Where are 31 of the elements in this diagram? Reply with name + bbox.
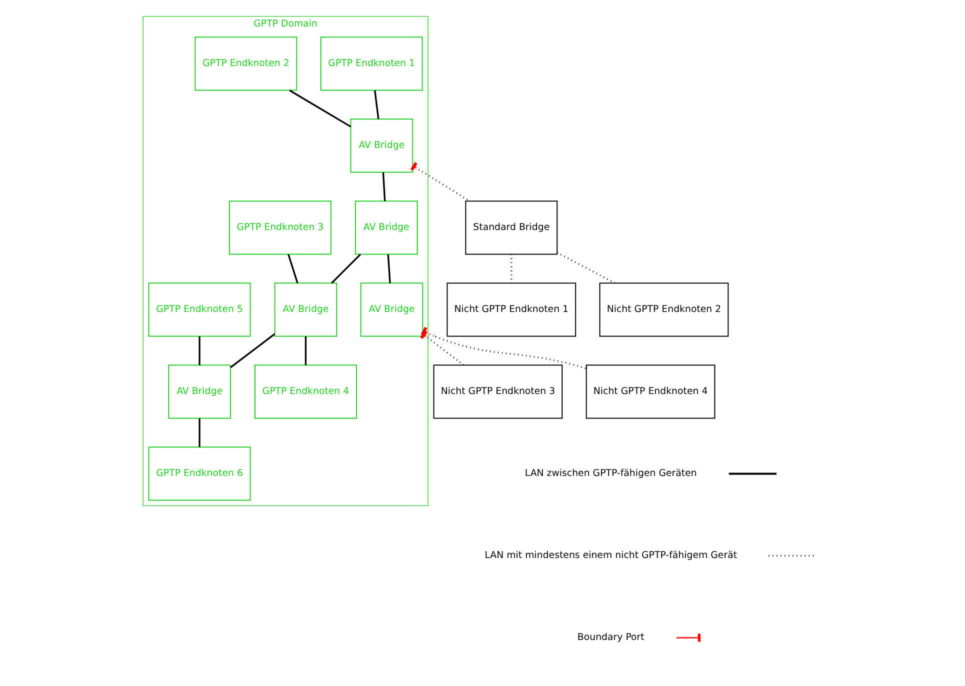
node-box: GPTP Endknoten 4 (254, 364, 357, 419)
node-box: AV Bridge (354, 200, 418, 255)
node-box: AV Bridge (360, 282, 424, 337)
connector (331, 254, 362, 284)
connector (198, 336, 200, 366)
node-box: AV Bridge (350, 118, 414, 173)
node-box: Nicht GPTP Endknoten 4 (586, 364, 716, 419)
node-box: GPTP Endknoten 2 (194, 36, 298, 91)
connector (304, 336, 307, 366)
node-box: AV Bridge (168, 364, 231, 419)
node-box: Standard Bridge (465, 200, 558, 255)
connector (198, 418, 200, 448)
node-box: GPTP Endknoten 5 (148, 282, 251, 337)
legend-label: LAN zwischen GPTP-fähigen Geräten (524, 468, 697, 480)
node-box: GPTP Endknoten 1 (320, 36, 423, 91)
node-box: GPTP Endknoten 3 (228, 200, 332, 255)
connector (556, 252, 616, 284)
connector (382, 172, 386, 202)
connector (374, 90, 380, 120)
connector (387, 254, 391, 284)
connector (230, 333, 276, 368)
node-box: Nicht GPTP Endknoten 2 (599, 282, 729, 337)
node-box: Nicht GPTP Endknoten 3 (433, 364, 563, 419)
node-box: Nicht GPTP Endknoten 1 (446, 282, 576, 337)
legend-label: LAN mit mindestens einem nicht GPTP-fähigem Gerät (484, 550, 738, 562)
legend-label: Boundary Port (577, 632, 644, 644)
connector (288, 254, 298, 284)
node-box: GPTP Endknoten 6 (148, 446, 251, 501)
connector (410, 162, 470, 202)
connector (289, 90, 352, 128)
node-box: AV Bridge (274, 282, 338, 337)
